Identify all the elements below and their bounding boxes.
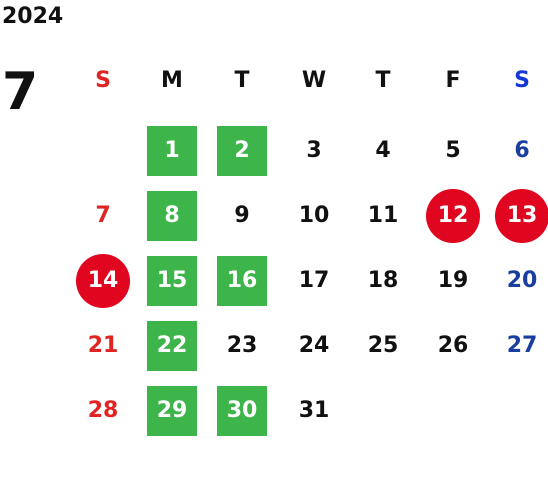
holiday-circle <box>495 189 548 243</box>
day-number: 21 <box>87 333 119 358</box>
day-cell-29[interactable]: 29 <box>142 385 202 437</box>
day-number: 15 <box>156 268 188 293</box>
day-number: 25 <box>367 333 399 358</box>
highlight-square <box>147 386 197 436</box>
day-cell-9[interactable]: 9 <box>212 190 272 242</box>
highlight-square <box>147 256 197 306</box>
day-cell-23[interactable]: 23 <box>212 320 272 372</box>
day-cell-17[interactable]: 17 <box>284 255 344 307</box>
weekday-header-wednesday: W <box>301 68 327 93</box>
weekday-header-saturday: S <box>514 68 530 93</box>
weekday-header-monday: M <box>161 68 183 93</box>
day-cell-22[interactable]: 22 <box>142 320 202 372</box>
day-number: 29 <box>156 398 188 423</box>
day-cell-13[interactable]: 13 <box>492 189 548 243</box>
day-number: 20 <box>506 268 538 293</box>
day-cell-15[interactable]: 15 <box>142 255 202 307</box>
highlight-square <box>217 256 267 306</box>
weekday-header-sunday: S <box>95 68 111 93</box>
day-cell-28[interactable]: 28 <box>73 385 133 437</box>
day-number: 23 <box>226 333 258 358</box>
day-number: 27 <box>506 333 538 358</box>
day-number: 2 <box>234 138 250 163</box>
day-cell-8[interactable]: 8 <box>142 190 202 242</box>
day-cell-27[interactable]: 27 <box>492 320 548 372</box>
highlight-square <box>217 126 267 176</box>
day-cell-7[interactable]: 7 <box>73 190 133 242</box>
day-cell-3[interactable]: 3 <box>284 125 344 177</box>
day-cell-31[interactable]: 31 <box>284 385 344 437</box>
day-number: 1 <box>164 138 180 163</box>
day-number: 30 <box>226 398 258 423</box>
day-cell-11[interactable]: 11 <box>353 190 413 242</box>
day-number: 26 <box>437 333 469 358</box>
day-number: 5 <box>445 138 461 163</box>
day-cell-4[interactable]: 4 <box>353 125 413 177</box>
day-cell-24[interactable]: 24 <box>284 320 344 372</box>
day-cell-30[interactable]: 30 <box>212 385 272 437</box>
weekday-header-friday: F <box>445 68 461 93</box>
holiday-circle <box>426 189 480 243</box>
day-number: 28 <box>87 398 119 423</box>
day-number: 22 <box>156 333 188 358</box>
day-cell-10[interactable]: 10 <box>284 190 344 242</box>
holiday-circle <box>76 254 130 308</box>
day-number: 16 <box>226 268 258 293</box>
day-number: 11 <box>367 203 399 228</box>
day-cell-12[interactable]: 12 <box>423 189 483 243</box>
day-cell-26[interactable]: 26 <box>423 320 483 372</box>
day-cell-16[interactable]: 16 <box>212 255 272 307</box>
weekday-header-thursday: T <box>375 68 391 93</box>
weekday-header-tuesday: T <box>234 68 250 93</box>
highlight-square <box>217 386 267 436</box>
highlight-square <box>147 126 197 176</box>
day-cell-14[interactable]: 14 <box>73 254 133 308</box>
month-number: 7 <box>2 62 39 122</box>
day-number: 6 <box>514 138 530 163</box>
day-cell-2[interactable]: 2 <box>212 125 272 177</box>
day-cell-20[interactable]: 20 <box>492 255 548 307</box>
day-cell-21[interactable]: 21 <box>73 320 133 372</box>
day-number: 10 <box>298 203 330 228</box>
day-number: 12 <box>437 203 469 228</box>
day-cell-5[interactable]: 5 <box>423 125 483 177</box>
day-number: 9 <box>234 203 250 228</box>
day-cell-19[interactable]: 19 <box>423 255 483 307</box>
day-number: 19 <box>437 268 469 293</box>
day-cell-18[interactable]: 18 <box>353 255 413 307</box>
day-cell-25[interactable]: 25 <box>353 320 413 372</box>
day-number: 18 <box>367 268 399 293</box>
day-cell-1[interactable]: 1 <box>142 125 202 177</box>
day-number: 17 <box>298 268 330 293</box>
day-number: 3 <box>306 138 322 163</box>
highlight-square <box>147 321 197 371</box>
day-number: 24 <box>298 333 330 358</box>
day-number: 8 <box>164 203 180 228</box>
day-number: 4 <box>375 138 391 163</box>
day-number: 7 <box>95 203 111 228</box>
day-cell-6[interactable]: 6 <box>492 125 548 177</box>
highlight-square <box>147 191 197 241</box>
day-number: 13 <box>506 203 538 228</box>
day-number: 14 <box>87 268 119 293</box>
year-label: 2024 <box>2 4 64 29</box>
day-number: 31 <box>298 398 330 423</box>
